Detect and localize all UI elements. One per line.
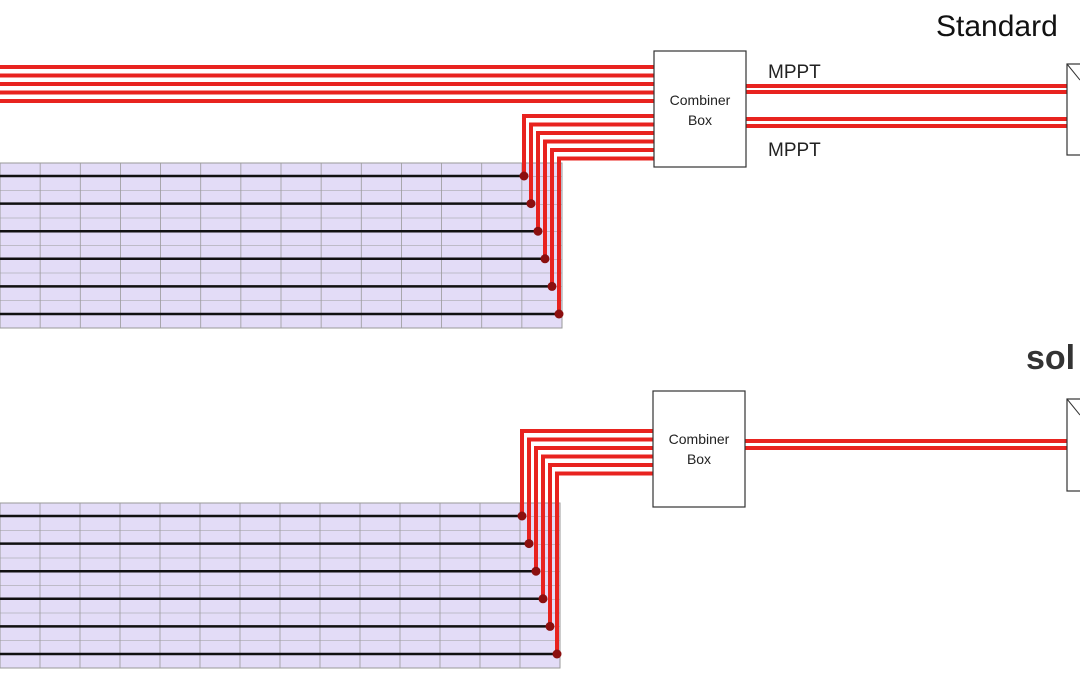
bottom-string-lead	[520, 429, 653, 516]
bottom-connector-dot	[538, 594, 548, 604]
top-string-lead	[522, 114, 654, 176]
top-panel-array	[0, 162, 563, 329]
top-combiner-label-line1: Combiner	[670, 92, 731, 108]
top-string-lead-conductor	[550, 148, 654, 287]
bottom-string-lead-conductor	[555, 471, 653, 654]
bottom-inverter	[1066, 398, 1080, 492]
top-connector-dot	[533, 226, 543, 236]
mppt-label-upper: MPPT	[768, 62, 821, 83]
top-string-lead	[550, 148, 654, 287]
output-wires	[745, 84, 1067, 450]
bottom-connector-dot	[517, 511, 527, 521]
top-combiner-label-line2: Box	[688, 112, 712, 128]
top-connector-dot	[519, 171, 529, 181]
top-string-lead-conductor	[543, 139, 654, 259]
bottom-string-lead	[534, 446, 653, 572]
bottom-string-lead-conductor	[520, 429, 653, 516]
bottom-combiner-label-line2: Box	[687, 451, 711, 467]
bottom-string-lead	[541, 454, 653, 599]
bottom-panel-array	[0, 502, 561, 669]
heading-standard: Standard	[936, 10, 1058, 43]
top-string-lead-conductor	[536, 131, 654, 232]
bottom-combiner-label-line1: Combiner	[669, 431, 730, 447]
bottom-connector-dot	[531, 566, 541, 576]
bottom-string-lead	[555, 471, 653, 654]
top-string-lead	[536, 131, 654, 232]
top-string-lead-conductor	[529, 122, 654, 204]
bottom-string-lead-conductor	[534, 446, 653, 572]
mppt-label-lower: MPPT	[768, 140, 821, 161]
top-connector-dot	[554, 309, 564, 319]
top-string-wires	[519, 114, 654, 319]
bottom-string-wires	[517, 429, 653, 659]
bottom-string-lead-conductor	[527, 437, 653, 544]
top-string-lead-conductor	[557, 156, 654, 314]
top-string-lead-conductor	[522, 114, 654, 176]
top-inverter	[1066, 63, 1080, 156]
top-string-lead	[543, 139, 654, 259]
bottom-string-lead-conductor	[541, 454, 653, 599]
bottom-string-lead	[527, 437, 653, 544]
bottom-string-lead-conductor	[548, 463, 653, 627]
bottom-string-lead	[548, 463, 653, 627]
bottom-connector-dot	[552, 649, 562, 659]
top-connector-dot	[540, 254, 550, 264]
bottom-connector-dot	[545, 621, 555, 631]
top-connector-dot	[526, 199, 536, 209]
top-connector-dot	[547, 281, 557, 291]
top-external-wires	[0, 65, 654, 103]
bottom-combiner-box: Combiner Box	[652, 390, 746, 508]
bottom-connector-dot	[524, 539, 534, 549]
top-string-lead	[529, 122, 654, 204]
top-string-lead	[557, 156, 654, 314]
top-combiner-box: Combiner Box	[653, 50, 747, 168]
heading-brand: sol	[1026, 339, 1075, 377]
